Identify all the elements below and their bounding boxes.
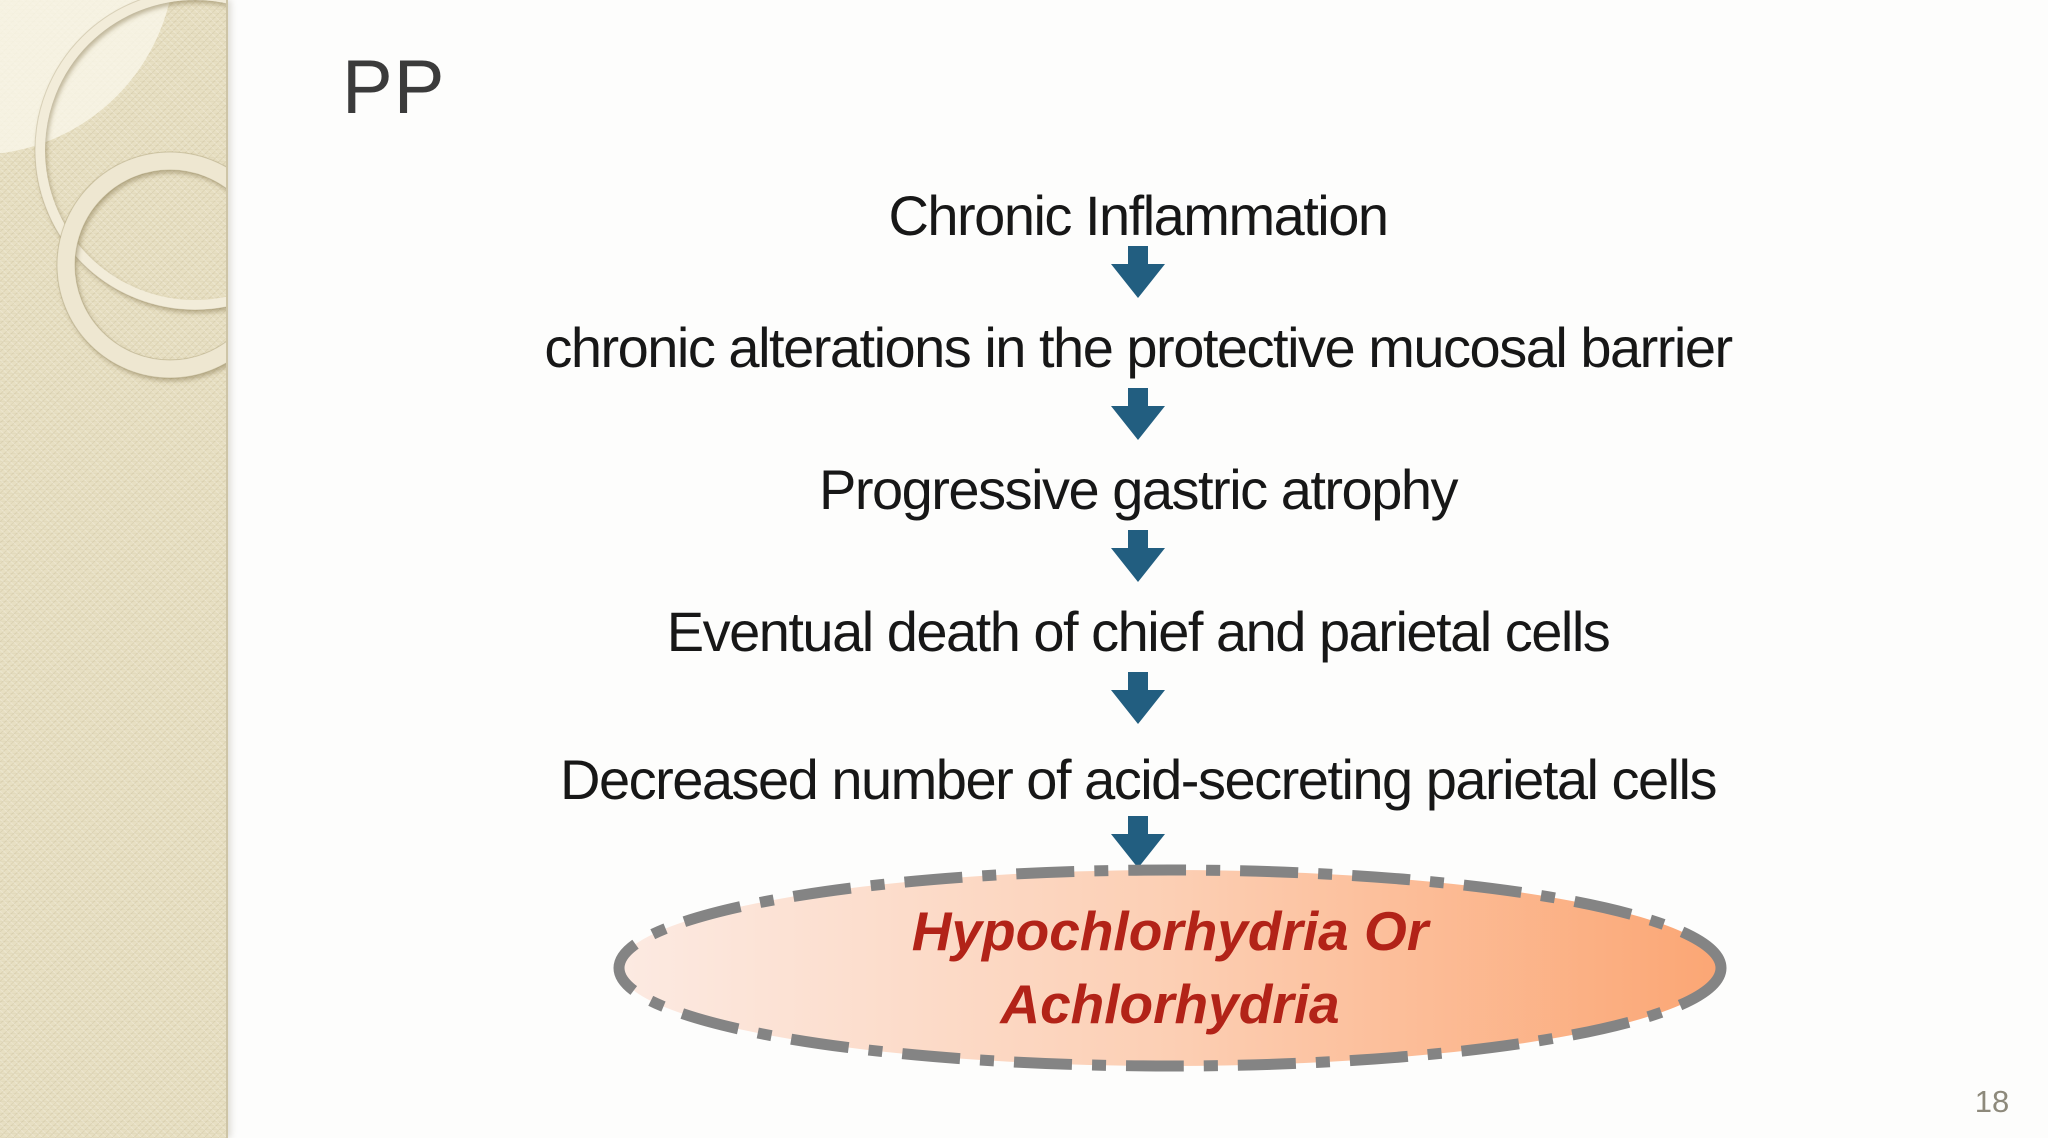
flow-arrow-5 xyxy=(228,816,2048,868)
down-arrow-icon xyxy=(1111,388,1165,440)
decorative-rings xyxy=(0,0,226,379)
down-arrow-icon xyxy=(1111,816,1165,868)
flow-step-label: Eventual death of chief and parietal cel… xyxy=(666,600,1611,663)
dashed-ellipse-icon xyxy=(613,864,1727,1072)
page-number: 18 xyxy=(1974,1084,2010,1119)
thick-ring-inner-edge-icon xyxy=(74,169,226,361)
down-arrow-icon xyxy=(1111,530,1165,582)
light-corner-circle-icon xyxy=(0,0,170,154)
flow-step-3: Progressive gastric atrophy xyxy=(228,458,2048,522)
thick-ring-outer-edge-icon xyxy=(56,151,226,379)
result-ellipse: Hypochlorhydria Or Achlorhydria xyxy=(608,858,1732,1078)
flow-step-label: Progressive gastric atrophy xyxy=(818,458,1459,521)
sidebar-decoration xyxy=(0,0,228,1138)
flow-step-label: Chronic Inflammation xyxy=(888,184,1389,247)
down-arrow-icon xyxy=(1111,246,1165,298)
flow-step-label: Decreased number of acid-secreting parie… xyxy=(560,748,1717,811)
flow-arrow-4 xyxy=(228,672,2048,724)
result-line-1: Hypochlorhydria Or xyxy=(911,900,1429,962)
result-line-2: Achlorhydria xyxy=(1000,973,1340,1035)
flow-arrow-1 xyxy=(228,246,2048,298)
flow-step-4: Eventual death of chief and parietal cel… xyxy=(228,600,2048,664)
flow-step-label: chronic alterations in the protective mu… xyxy=(544,316,1733,379)
slide-title: PP xyxy=(342,45,446,130)
result-label: Hypochlorhydria Or Achlorhydria xyxy=(608,858,1732,1078)
flow-arrow-2 xyxy=(228,388,2048,440)
down-arrow-icon xyxy=(1111,672,1165,724)
thin-ring-icon xyxy=(35,0,226,310)
thick-ring-icon xyxy=(57,152,226,378)
flow-arrow-3 xyxy=(228,530,2048,582)
thin-ring-edge-icon xyxy=(34,0,226,311)
flow-step-5: Decreased number of acid-secreting parie… xyxy=(228,748,2048,812)
flow-step-2: chronic alterations in the protective mu… xyxy=(228,316,2048,380)
flow-step-1: Chronic Inflammation xyxy=(228,184,2048,248)
